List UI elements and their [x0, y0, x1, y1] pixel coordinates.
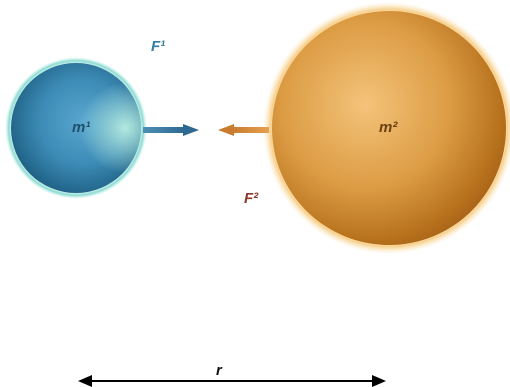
- distance-label: r: [216, 362, 222, 379]
- force-2-arrow: [218, 124, 269, 136]
- distance-arrow: [78, 375, 386, 387]
- force-1-label: F¹: [151, 38, 166, 55]
- mass-2-sphere: [263, 2, 510, 254]
- force-1-arrow: [143, 124, 199, 136]
- mass-1-label: m¹: [72, 119, 91, 136]
- mass-1-sphere: [5, 57, 147, 199]
- mass-2-label: m²: [379, 119, 398, 136]
- force-2-label: F²: [244, 190, 259, 207]
